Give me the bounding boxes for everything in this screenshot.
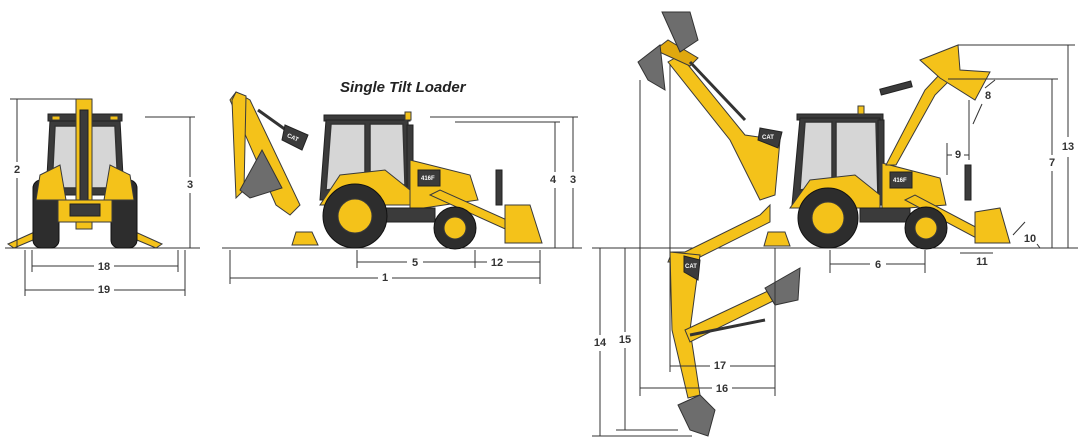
side-view-dimensions: 1 5 12 4 3	[229, 116, 578, 284]
beacon-right	[109, 115, 119, 121]
hood-model-decal	[417, 169, 441, 187]
lowered-loader-bucket	[974, 207, 1011, 244]
dim-label-19: 19	[98, 284, 110, 296]
loader-bucket	[504, 204, 543, 244]
rear-rim-side	[337, 198, 373, 234]
cab-door-window	[369, 123, 406, 186]
grille	[69, 203, 101, 217]
cat-logo-raised-boom: CAT	[762, 135, 774, 141]
dim-8-line-a	[984, 79, 996, 89]
range-view-dimensions: 13 7 8 9 10 11 6 14 15 16	[592, 44, 1075, 437]
dim-label-15: 15	[619, 334, 631, 346]
dim-label-12: 12	[491, 257, 503, 269]
model-label-side: 416F	[421, 176, 435, 182]
dim-label-3-side: 3	[570, 174, 576, 186]
raised-bucket-rear	[637, 44, 666, 91]
dim-10-tick-b	[1036, 243, 1041, 249]
lowered-boom-cat-decal	[683, 255, 701, 281]
cat-logo-side: CAT	[286, 133, 300, 144]
beacon-left	[51, 115, 61, 121]
dim-label-9: 9	[955, 149, 961, 161]
dim-label-18: 18	[98, 261, 110, 273]
dim-label-6: 6	[875, 259, 881, 271]
backhoe-bucket	[239, 148, 283, 199]
loader-tilt-lever	[495, 169, 503, 206]
side-view-machine: CAT 416F	[229, 91, 543, 250]
raised-boom-cat-decal	[757, 127, 783, 149]
raised-backhoe-boom	[667, 54, 781, 201]
boom-cat-decal	[281, 124, 309, 151]
lowered-bucket	[677, 394, 716, 437]
range-front-rim	[914, 216, 938, 240]
raised-bucket-top	[661, 11, 699, 53]
side-step	[384, 207, 436, 223]
range-rear-rim	[811, 201, 845, 235]
dim-label-14: 14	[594, 337, 607, 349]
mid-position-cylinder	[689, 318, 766, 337]
dim-label-10: 10	[1024, 233, 1036, 245]
dim-10-tick	[1012, 221, 1026, 236]
stabilizer-pad	[291, 231, 319, 246]
front-view-machine	[6, 98, 164, 249]
range-stabilizer-pad	[763, 231, 791, 247]
range-exhaust-stack	[877, 119, 885, 206]
mid-position-bucket	[764, 267, 801, 306]
front-rim-side	[443, 216, 467, 240]
range-view-machine: CAT CAT 416F	[637, 11, 1011, 437]
dim-label-5: 5	[412, 257, 418, 269]
range-side-step	[859, 207, 911, 223]
boom-cylinder-front	[79, 109, 89, 211]
dim-8-line-b	[972, 103, 983, 125]
dim-label-2: 2	[14, 164, 20, 176]
lowered-loader-lever	[964, 164, 972, 201]
raised-loader-lever	[879, 80, 913, 96]
dim-label-17: 17	[714, 360, 726, 372]
diagram-title: Single Tilt Loader	[340, 79, 467, 96]
dim-label-11: 11	[976, 256, 988, 268]
raised-boom-cylinder	[688, 60, 747, 122]
front-view-dimensions: 2 3 18 19	[10, 98, 195, 296]
cat-logo-lowered-boom: CAT	[685, 264, 697, 270]
range-beacon	[857, 105, 865, 115]
raised-backhoe-stick	[654, 39, 699, 67]
dim-label-4: 4	[550, 174, 557, 186]
range-hood-model-decal	[889, 171, 913, 189]
model-label-range: 416F	[893, 178, 907, 184]
beacon-side	[404, 111, 412, 121]
dim-label-1: 1	[382, 272, 388, 284]
dim-label-3-front: 3	[187, 179, 193, 191]
dim-label-16: 16	[716, 383, 728, 395]
backhoe-stick	[231, 91, 247, 200]
dim-label-8: 8	[985, 90, 991, 102]
dim-label-13: 13	[1062, 141, 1074, 153]
dim-label-7: 7	[1049, 157, 1055, 169]
